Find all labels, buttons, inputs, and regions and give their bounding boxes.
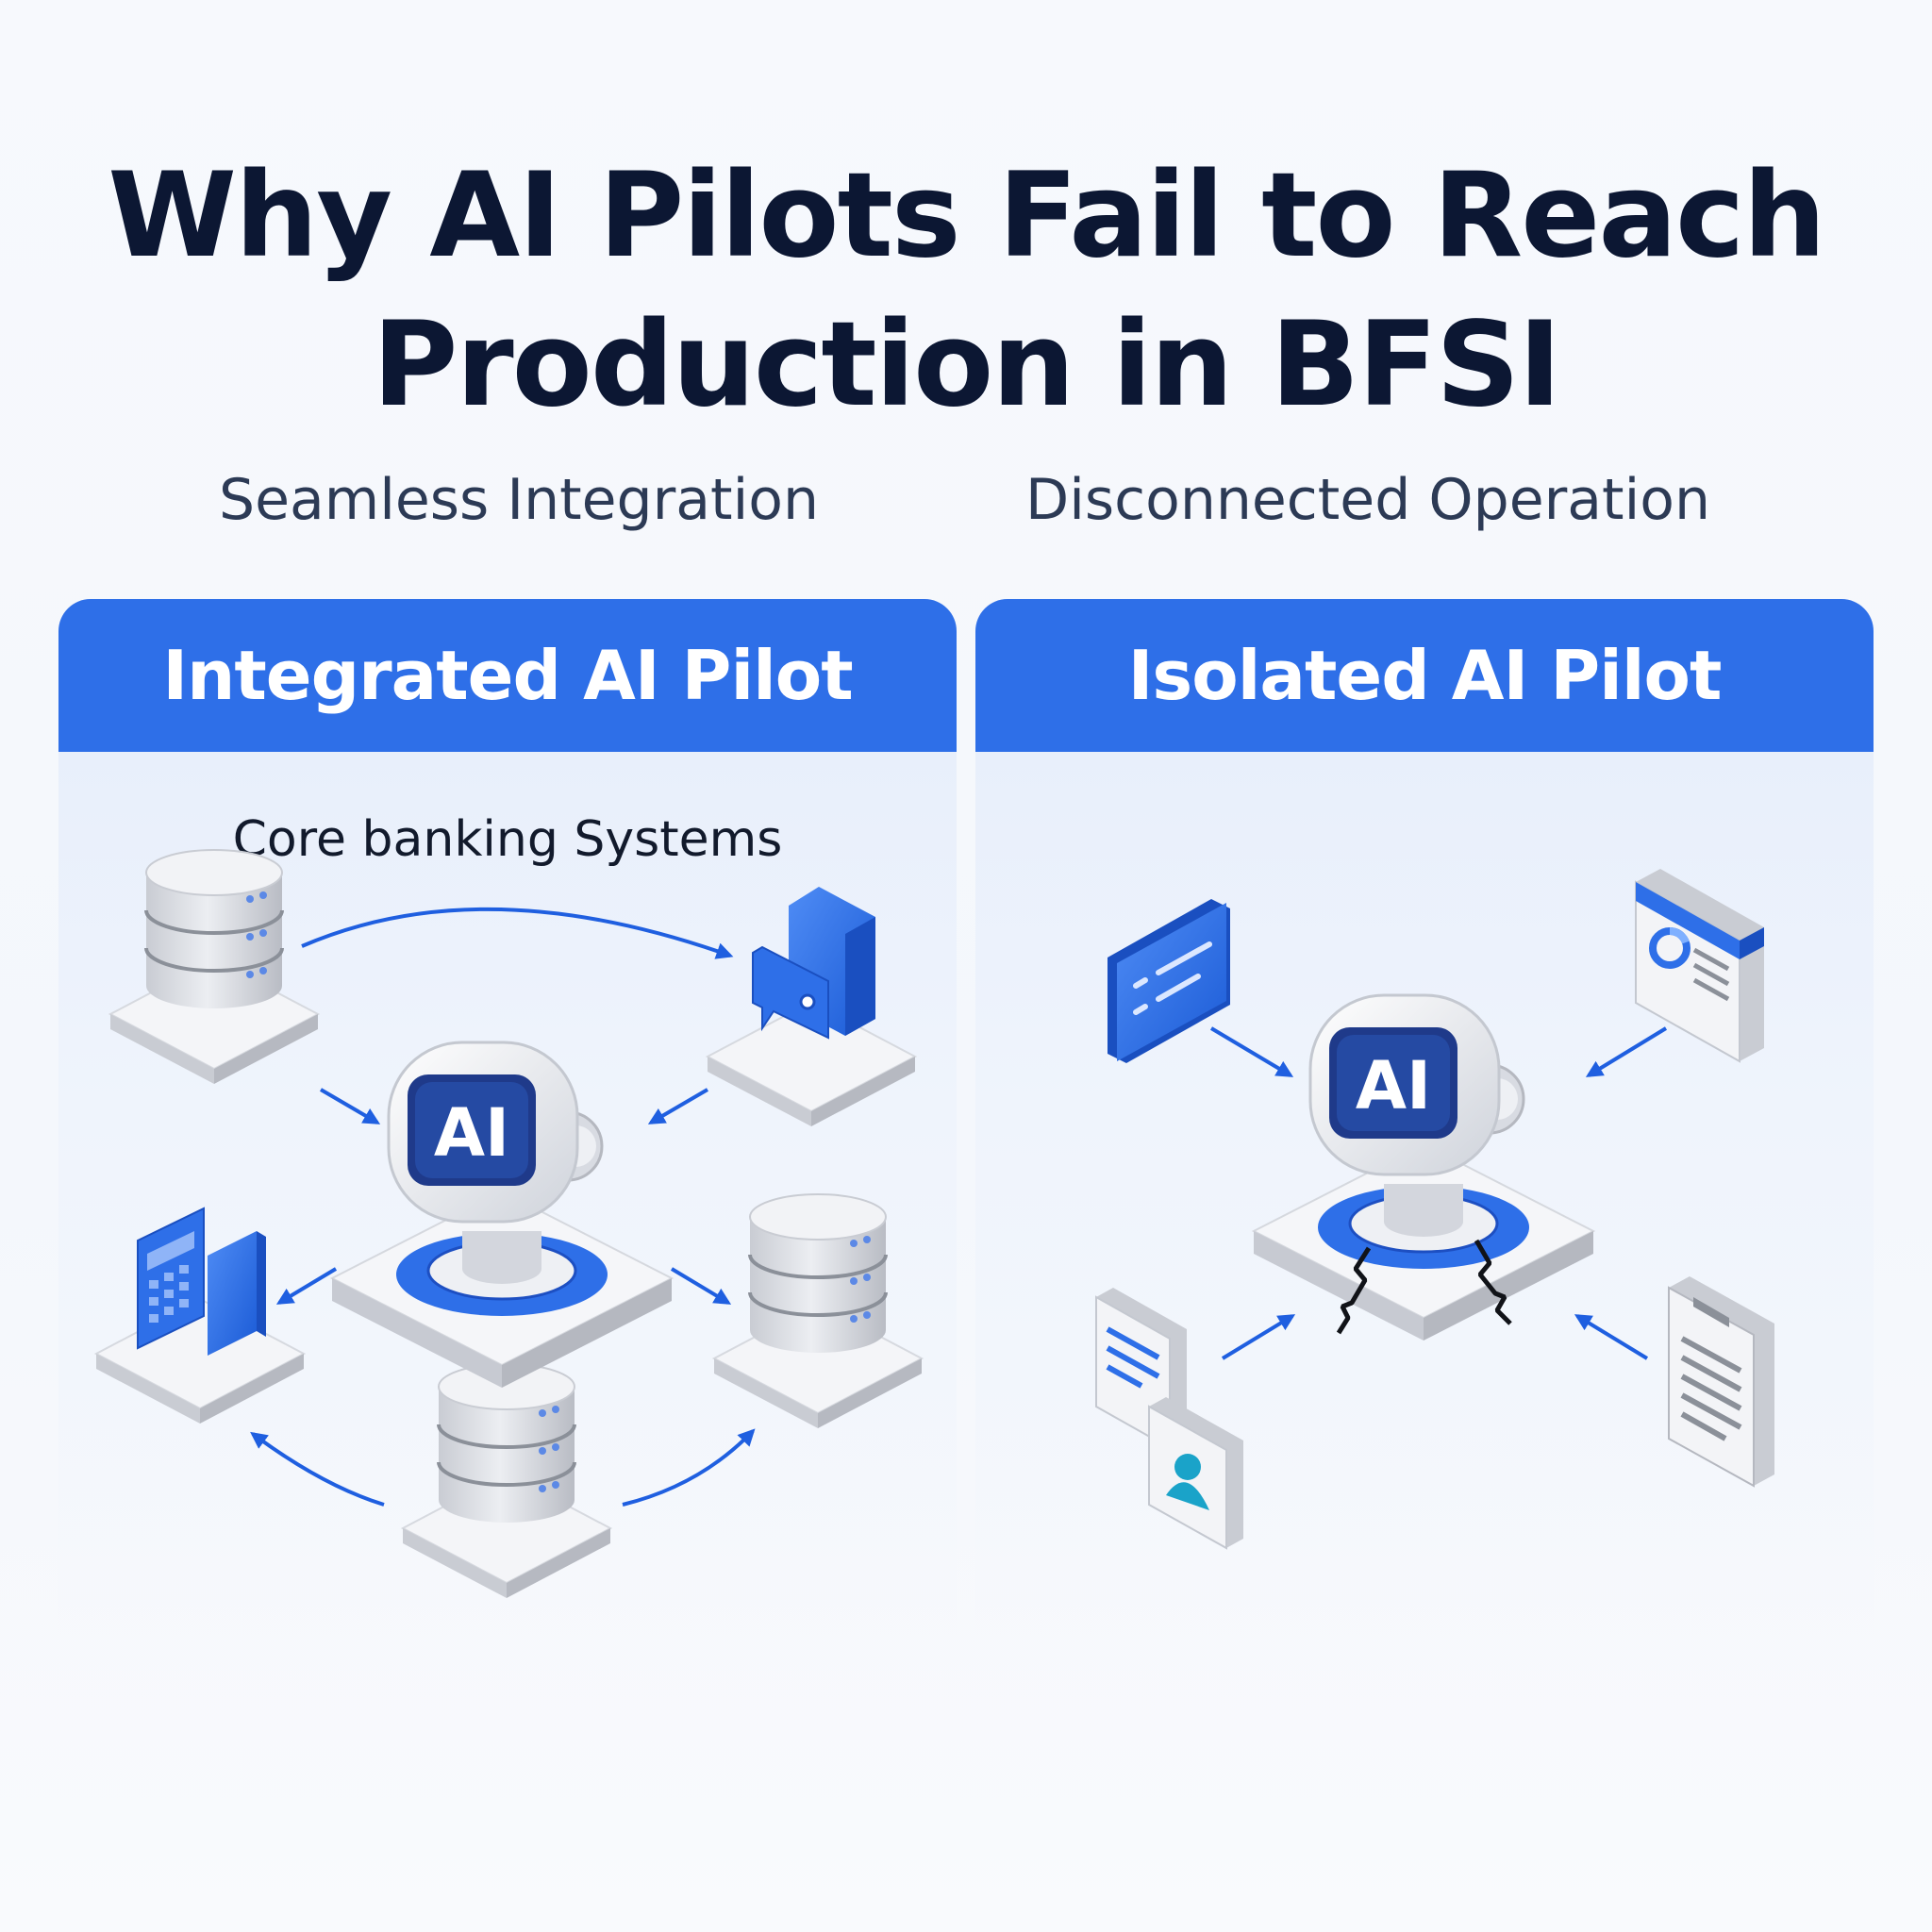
page-title-line-2: Production in BFSI <box>372 297 1562 433</box>
page-title-line-1: Why AI Pilots Fail to Reach <box>108 148 1826 284</box>
arrow <box>275 1267 338 1305</box>
arrow <box>301 907 734 959</box>
arrow <box>250 1431 385 1507</box>
robot-screen-label: AI <box>434 1094 509 1172</box>
database-icon <box>401 1362 612 1600</box>
crack-icon <box>1336 1239 1512 1335</box>
message-card-icon <box>1108 899 1230 1063</box>
arrow <box>1585 1026 1668 1077</box>
ai-robot-icon: AI <box>330 1041 674 1390</box>
dashboard-window-icon <box>1635 869 1764 1063</box>
core-banking-systems-label: Core banking Systems <box>232 811 783 868</box>
arrow <box>622 1428 756 1507</box>
panel-heading: Integrated AI Pilot <box>162 636 853 715</box>
arrow <box>647 1088 709 1124</box>
report-profile-icon <box>1095 1288 1243 1550</box>
robot-screen-label: AI <box>1356 1047 1431 1124</box>
ai-robot-icon: AI <box>1252 993 1595 1342</box>
database-icon <box>712 1192 924 1430</box>
panel-heading: Isolated AI Pilot <box>1127 636 1723 715</box>
subtitle-seamless-integration: Seamless Integration <box>218 467 819 533</box>
subtitle-disconnected-operation: Disconnected Operation <box>1025 467 1710 533</box>
inbound-arrows <box>1209 1026 1668 1360</box>
arrow <box>1221 1314 1296 1360</box>
integrated-ai-pilot-panel: Integrated AI Pilot Core banking Systems <box>58 599 957 1637</box>
integrated-diagram: AI <box>93 848 924 1600</box>
chat-bubbles-icon <box>705 887 918 1126</box>
arrow <box>1209 1026 1294 1077</box>
calculator-document-icon <box>93 1207 307 1424</box>
panel-header: Integrated AI Pilot <box>58 599 957 752</box>
arrow <box>319 1088 381 1124</box>
arrow <box>670 1267 732 1305</box>
database-icon <box>108 848 320 1086</box>
panel-header: Isolated AI Pilot <box>975 599 1874 752</box>
isolated-diagram: AI <box>1095 869 1774 1550</box>
document-icon <box>1668 1276 1774 1488</box>
page-title: Why AI Pilots Fail to Reach Production i… <box>0 142 1932 440</box>
arrow <box>1574 1314 1649 1360</box>
isolated-ai-pilot-panel: Isolated AI Pilot <box>975 599 1874 1637</box>
